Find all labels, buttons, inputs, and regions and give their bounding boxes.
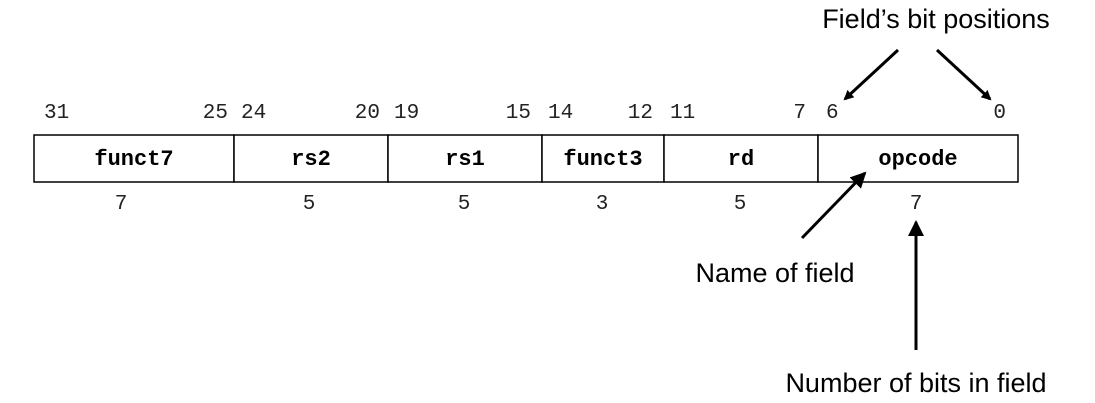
- field-funct3: funct3 14 12 3: [541, 102, 665, 216]
- field-name-arrow: [800, 171, 867, 240]
- field-width: 5: [734, 193, 747, 216]
- field-high-bit: 24: [241, 102, 266, 125]
- field-high-bit: 11: [670, 102, 695, 125]
- field-box: [233, 134, 389, 183]
- field-width: 7: [115, 193, 128, 216]
- field-funct7: funct7 31 25 7: [33, 102, 235, 216]
- field-low-bit: 20: [355, 102, 380, 125]
- field-rd: rd 11 7 5: [663, 102, 819, 216]
- field-name: opcode: [878, 147, 957, 172]
- field-width: 7: [910, 193, 923, 216]
- field-name-annotation: Name of field: [695, 258, 854, 288]
- field-high-bit: 14: [548, 102, 573, 125]
- field-high-bit: 6: [826, 102, 839, 125]
- field-name: rs1: [445, 147, 485, 172]
- field-name: funct3: [563, 147, 642, 172]
- field-opcode: opcode 6 0 7: [817, 102, 1019, 216]
- field-box: [387, 134, 543, 183]
- field-rs1: rs1 19 15 5: [387, 102, 543, 216]
- field-name: rd: [728, 147, 754, 172]
- field-low-bit: 0: [993, 102, 1006, 125]
- field-low-bit: 7: [793, 102, 806, 125]
- field-box: [33, 134, 235, 183]
- field-low-bit: 12: [628, 102, 653, 125]
- field-name: funct7: [94, 147, 173, 172]
- field-low-bit: 25: [203, 102, 228, 125]
- bit-positions-annotation: Field’s bit positions: [822, 4, 1050, 34]
- field-width: 3: [596, 193, 609, 216]
- field-high-bit: 19: [394, 102, 419, 125]
- field-name: rs2: [291, 147, 331, 172]
- bit-count-annotation: Number of bits in field: [785, 368, 1046, 398]
- field-width: 5: [458, 193, 471, 216]
- bit-position-arrow-high: [843, 48, 900, 101]
- bit-position-arrow-low: [935, 48, 992, 101]
- field-width: 5: [303, 193, 316, 216]
- field-box: [663, 134, 819, 183]
- field-low-bit: 15: [506, 102, 531, 125]
- field-high-bit: 31: [44, 102, 69, 125]
- field-rs2: rs2 24 20 5: [233, 102, 389, 216]
